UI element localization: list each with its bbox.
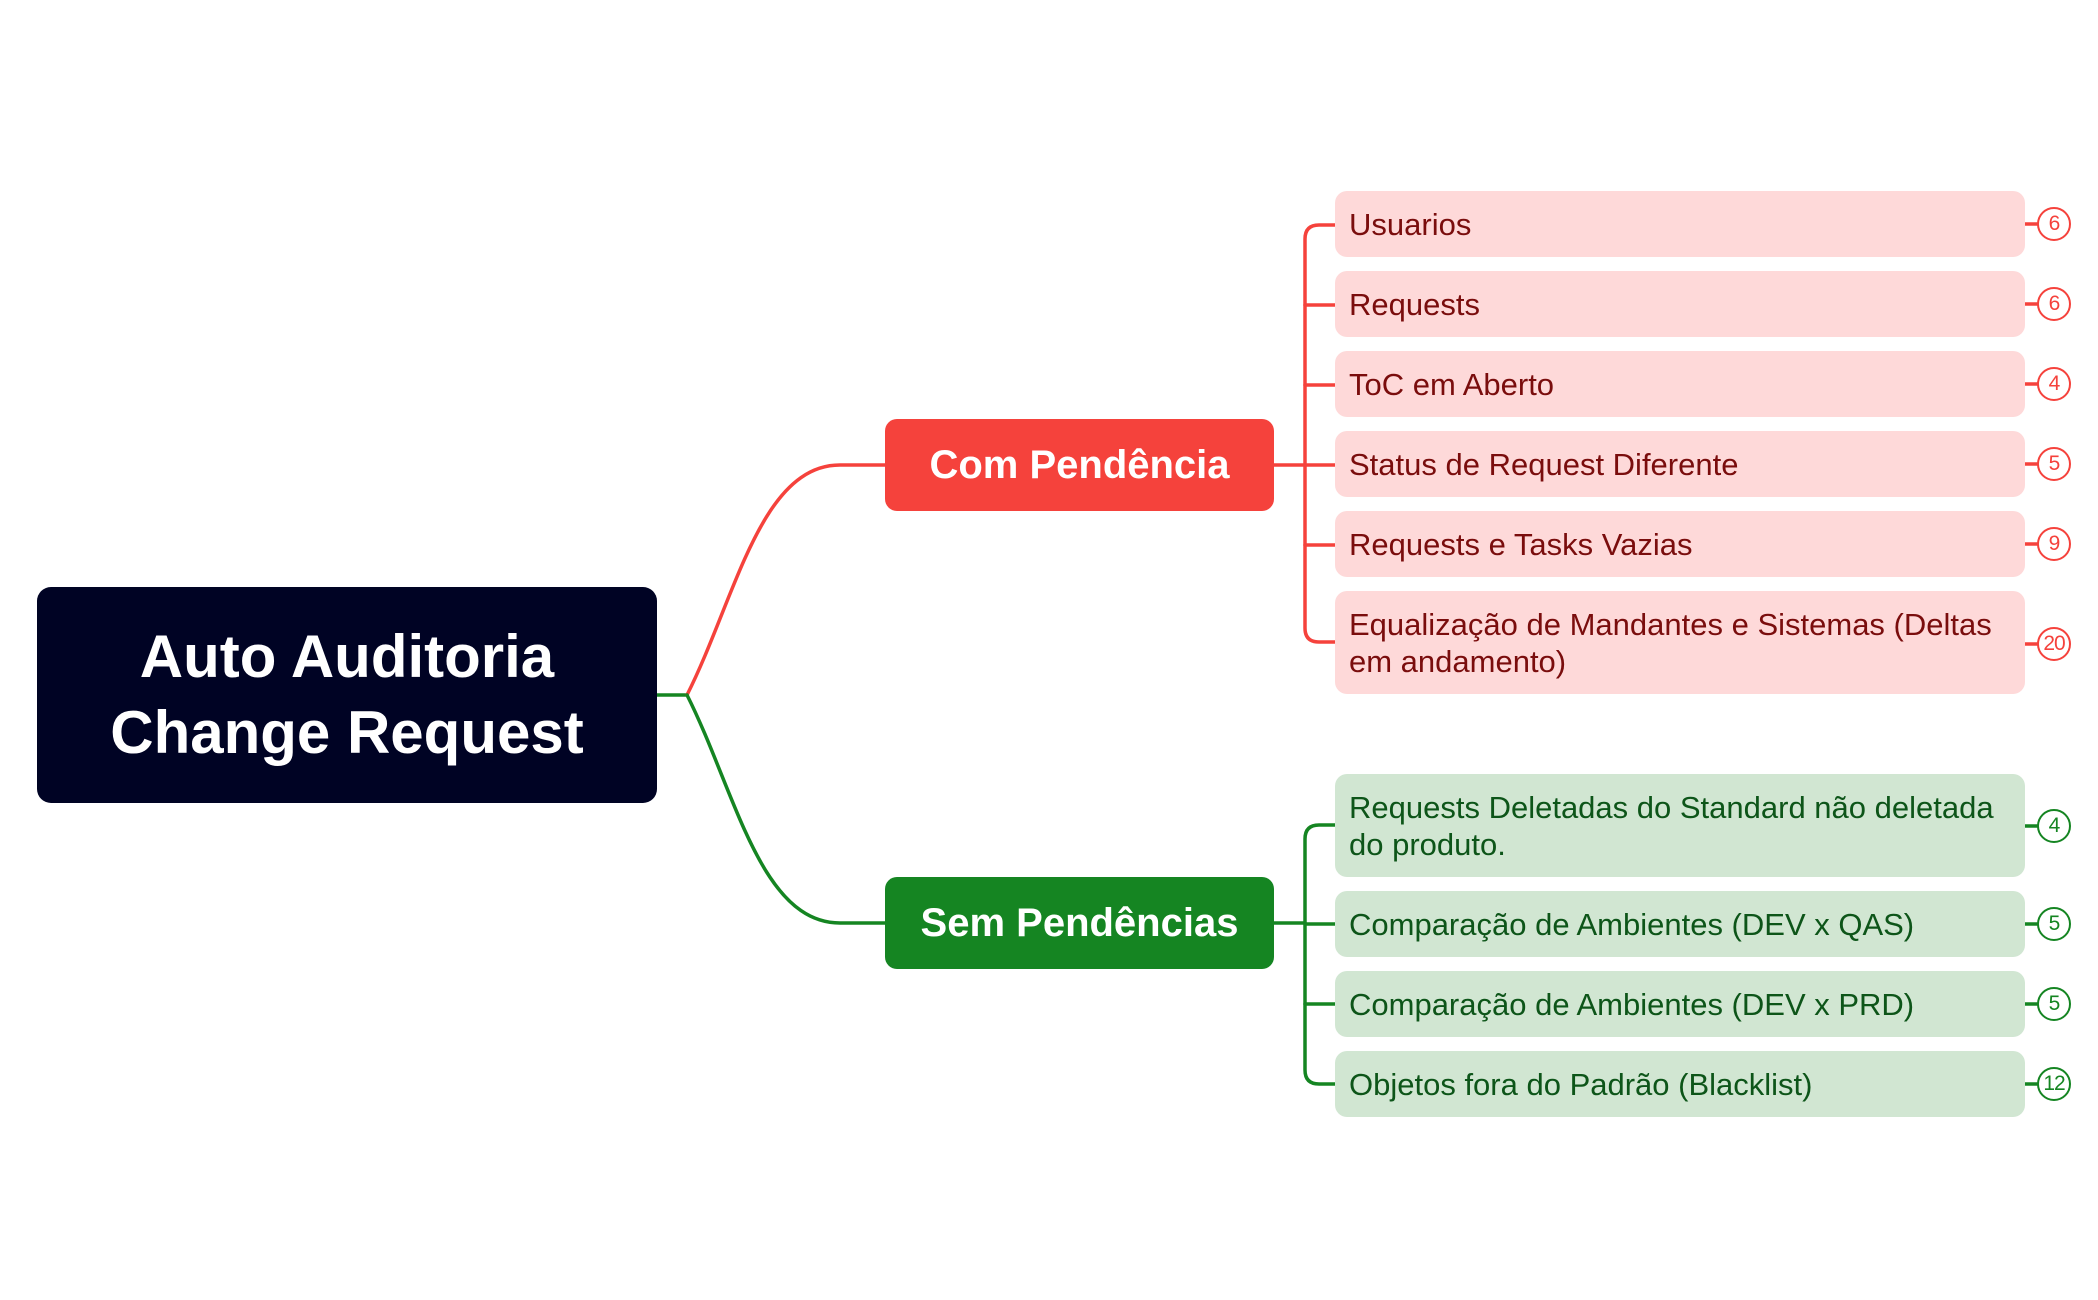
count-badge[interactable]: 9 <box>2037 527 2071 561</box>
subtopic-label: Requests e Tasks Vazias <box>1349 526 1693 562</box>
branch-label: Com Pendência <box>929 442 1230 487</box>
subtopic-label: ToC em Aberto <box>1349 366 1555 402</box>
subtopic-equalizacao-de-mandantes[interactable]: Equalização de Mandantes e Sistemas (Del… <box>1335 591 2025 694</box>
subtopic-toc-em-aberto[interactable]: ToC em Aberto <box>1335 351 2025 417</box>
count-badge[interactable]: 6 <box>2037 287 2071 321</box>
root-title-line-2: Change Request <box>110 699 584 766</box>
branch-label: Sem Pendências <box>920 900 1239 945</box>
subtopic-label: Requests Deletadas do Standard não delet… <box>1349 789 1994 862</box>
count-badge[interactable]: 4 <box>2037 809 2071 843</box>
com-pendencia-bus-line <box>1303 223 1337 644</box>
branch-topic-com-pendencia[interactable]: Com Pendência <box>885 419 1274 511</box>
subtopic-status-de-request-diferente[interactable]: Status de Request Diferente <box>1335 431 2025 497</box>
count-badge[interactable]: 20 <box>2037 627 2071 661</box>
subtopic-label: Comparação de Ambientes (DEV x PRD) <box>1349 986 1915 1022</box>
subtopic-label: Objetos fora do Padrão (Blacklist) <box>1349 1066 1813 1102</box>
sem-pendencias-bus-line <box>1303 823 1337 1086</box>
subtopic-requests-deletadas[interactable]: Requests Deletadas do Standard não delet… <box>1335 774 2025 877</box>
subtopic-comparacao-dev-prd[interactable]: Comparação de Ambientes (DEV x PRD) <box>1335 971 2025 1037</box>
root-to-sem-pendencias-line <box>685 693 887 925</box>
subtopic-label: Requests <box>1349 286 1480 322</box>
subtopic-objetos-fora-do-padrao[interactable]: Objetos fora do Padrão (Blacklist) <box>1335 1051 2025 1117</box>
count-badge[interactable]: 5 <box>2037 447 2071 481</box>
count-badge[interactable]: 12 <box>2037 1067 2071 1101</box>
branch-topic-sem-pendencias[interactable]: Sem Pendências <box>885 877 1274 969</box>
subtopic-label: Comparação de Ambientes (DEV x QAS) <box>1349 906 1915 942</box>
subtopic-label: Status de Request Diferente <box>1349 446 1739 482</box>
subtopic-requests[interactable]: Requests <box>1335 271 2025 337</box>
count-badge[interactable]: 5 <box>2037 907 2071 941</box>
count-badge[interactable]: 5 <box>2037 987 2071 1021</box>
count-badge[interactable]: 4 <box>2037 367 2071 401</box>
root-to-com-pendencia-line <box>685 463 887 697</box>
subtopic-label: Equalização de Mandantes e Sistemas (Del… <box>1349 606 1992 679</box>
subtopic-usuarios[interactable]: Usuarios <box>1335 191 2025 257</box>
root-title-line-1: Auto Auditoria <box>139 623 555 690</box>
count-badge[interactable]: 6 <box>2037 207 2071 241</box>
subtopic-label: Usuarios <box>1349 206 1472 242</box>
subtopic-requests-e-tasks-vazias[interactable]: Requests e Tasks Vazias <box>1335 511 2025 577</box>
root-topic[interactable]: Auto Auditoria Change Request <box>37 587 657 803</box>
subtopic-comparacao-dev-qas[interactable]: Comparação de Ambientes (DEV x QAS) <box>1335 891 2025 957</box>
